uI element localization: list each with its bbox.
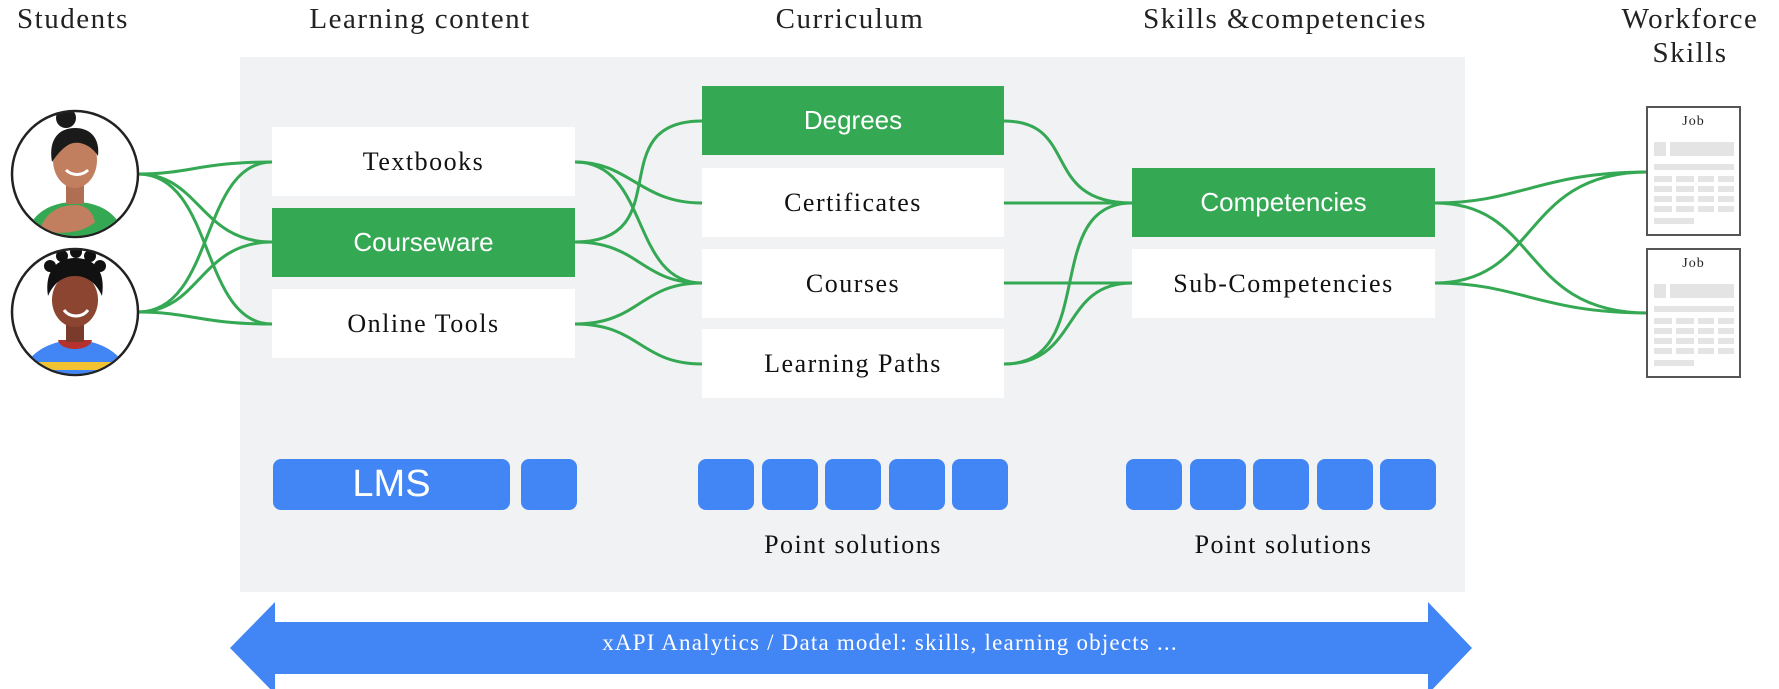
job-label-2: Job [1682,256,1705,271]
header-learning-content: Learning content [309,3,531,35]
sub-competencies-box: Sub-Competencies [1132,249,1435,318]
skills-point-block-3 [1253,459,1309,510]
analytics-arrow-label: xAPI Analytics / Data model: skills, lea… [602,630,1178,655]
job-form-icon [1654,284,1734,366]
job-label-1: Job [1682,114,1705,129]
connector-onlinetools-learningpaths [574,322,703,366]
skills-point-block-4 [1317,459,1373,510]
connector-subcompetencies-job1 [1434,170,1649,285]
competencies-box: Competencies [1132,168,1435,237]
connector-student2-textbooks [137,160,273,314]
connector-onlinetools-courses [574,281,703,326]
certificates-box: Certificates [702,168,1004,237]
learning-paths-box: Learning Paths [702,329,1004,398]
degrees-box: Degrees [702,86,1004,155]
student-avatar-1 [10,109,140,239]
lms-addon-block [521,459,577,510]
courses-box: Courses [702,249,1004,318]
connector-degrees-competencies [1003,119,1133,205]
connector-student1-onlinetools [137,172,273,326]
header-students: Students [17,3,129,35]
job-document-2: Job [1646,248,1741,378]
courseware-box: Courseware [272,208,575,277]
connector-competencies-job1 [1434,170,1649,205]
connector-courseware-courses [574,240,703,285]
header-workforce-line2: Skills [1652,37,1728,69]
header-workforce-line1: Workforce [1621,3,1759,35]
lms-block: LMS [273,459,510,510]
job-document-1: Job [1646,106,1741,236]
connector-learningpaths-competencies [1003,201,1133,366]
skills-point-block-2 [1190,459,1246,510]
point-solutions-caption-skills: Point solutions [1194,530,1373,559]
header-skills: Skills &competencies [1143,3,1427,35]
analytics-arrow [230,602,1472,689]
connector-subcompetencies-job2 [1434,281,1649,315]
connector-courseware-degrees [574,119,703,244]
connector-student2-courseware [137,240,273,314]
point-solutions-caption-curriculum: Point solutions [764,530,942,559]
curriculum-point-block-2 [762,459,818,510]
connector-student1-textbooks [137,160,273,176]
skills-point-block-5 [1380,459,1436,510]
textbooks-box: Textbooks [272,127,575,196]
curriculum-point-block-4 [889,459,945,510]
skills-point-block-1 [1126,459,1182,510]
connector-learningpaths-subcompetencies [1003,281,1133,366]
job-form-icon [1654,142,1734,224]
curriculum-point-block-5 [952,459,1008,510]
curriculum-point-block-1 [698,459,754,510]
curriculum-point-block-3 [825,459,881,510]
connector-student1-courseware [137,172,273,244]
student-avatar-2 [10,247,140,377]
header-curriculum: Curriculum [775,3,925,35]
connector-textbooks-courses [574,160,703,285]
header-workforce: Workforce Skills [1605,2,1775,70]
connector-competencies-job2 [1434,201,1649,315]
online-tools-box: Online Tools [272,289,575,358]
connector-student2-onlinetools [137,310,273,326]
